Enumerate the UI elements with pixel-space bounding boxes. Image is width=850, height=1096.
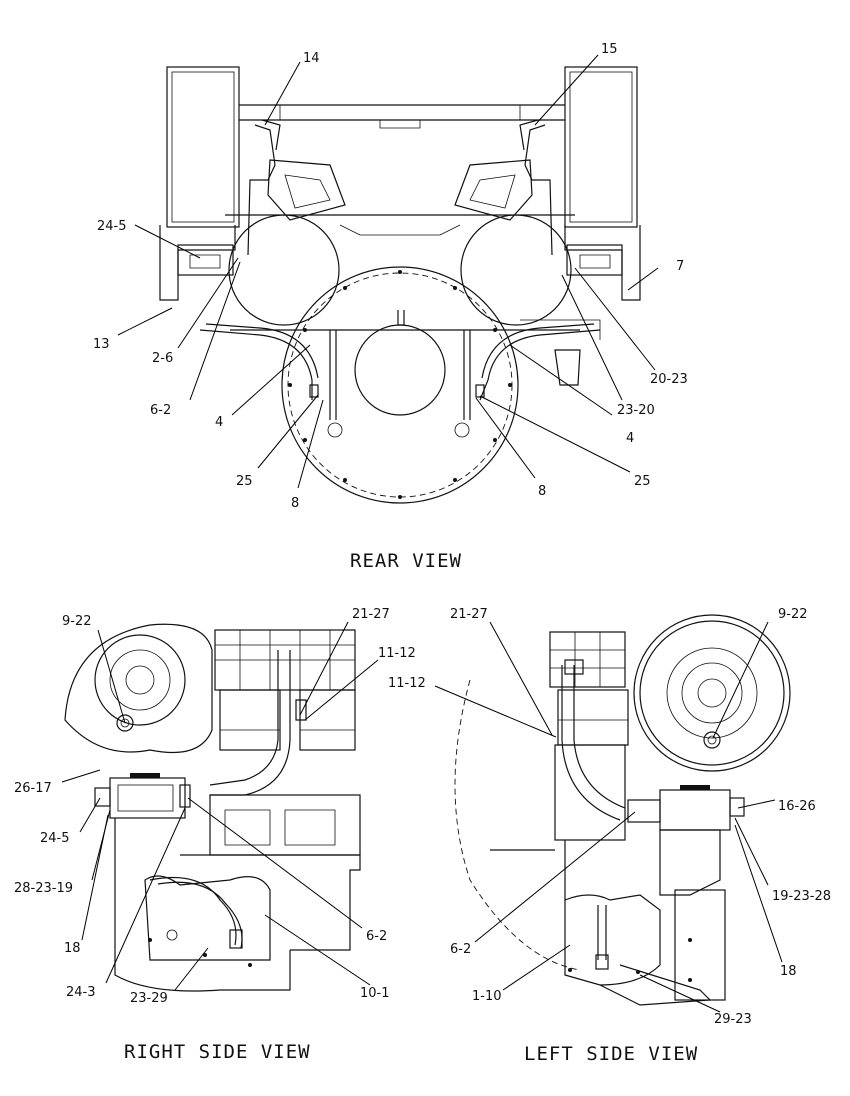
callout-label: 2-6: [152, 351, 173, 366]
callout-label: 8: [291, 496, 299, 511]
callout-label: 1-10: [472, 989, 502, 1004]
left-side-view-title: LEFT SIDE VIEW: [524, 1043, 698, 1065]
rear-view-title: REAR VIEW: [350, 550, 462, 572]
rear-view-drawing: [159, 66, 641, 504]
callout-label: 21-27: [450, 607, 488, 622]
left-side-view-drawing: [454, 614, 791, 1006]
callout-label: 25: [634, 474, 651, 489]
right-side-view-callouts: 9-22 21-27 11-12 26-17 24-5 28-23-19 18 …: [14, 607, 416, 1006]
callout-label: 4: [626, 431, 634, 446]
callout-label: 10-1: [360, 986, 390, 1001]
callout-label: 28-23-19: [14, 881, 73, 896]
callout-label: 11-12: [388, 676, 426, 691]
callout-label: 24-3: [66, 985, 96, 1000]
left-side-view-callouts: 21-27 9-22 11-12 16-26 19-23-28 6-2 18 1…: [388, 607, 831, 1027]
callout-label: 23-20: [617, 403, 655, 418]
callout-label: 24-5: [97, 219, 127, 234]
callout-label: 6-2: [150, 403, 171, 418]
callout-label: 11-12: [378, 646, 416, 661]
callout-label: 7: [676, 259, 684, 274]
callout-label: 21-27: [352, 607, 390, 622]
callout-label: 9-22: [62, 614, 92, 629]
callout-label: 18: [64, 941, 81, 956]
callout-label: 6-2: [450, 942, 471, 957]
callout-label: 16-26: [778, 799, 816, 814]
callout-label: 25: [236, 474, 253, 489]
callout-label: 19-23-28: [772, 889, 831, 904]
right-side-view-drawing: [64, 623, 361, 992]
callout-label: 4: [215, 415, 223, 430]
callout-label: 24-5: [40, 831, 70, 846]
callout-label: 18: [780, 964, 797, 979]
callout-label: 9-22: [778, 607, 808, 622]
callout-label: 6-2: [366, 929, 387, 944]
right-side-view-title: RIGHT SIDE VIEW: [124, 1041, 311, 1063]
callout-label: 29-23: [714, 1012, 752, 1027]
rear-view-callouts: 14 15 24-5 7 13 2-6 20-23 6-2 23-20 4 4 …: [93, 42, 688, 511]
callout-label: 26-17: [14, 781, 52, 796]
callout-label: 14: [303, 51, 320, 66]
callout-label: 13: [93, 337, 110, 352]
callout-label: 8: [538, 484, 546, 499]
callout-label: 20-23: [650, 372, 688, 387]
callout-label: 15: [601, 42, 618, 57]
leader-lines: [61, 54, 783, 1013]
callout-label: 23-29: [130, 991, 168, 1006]
